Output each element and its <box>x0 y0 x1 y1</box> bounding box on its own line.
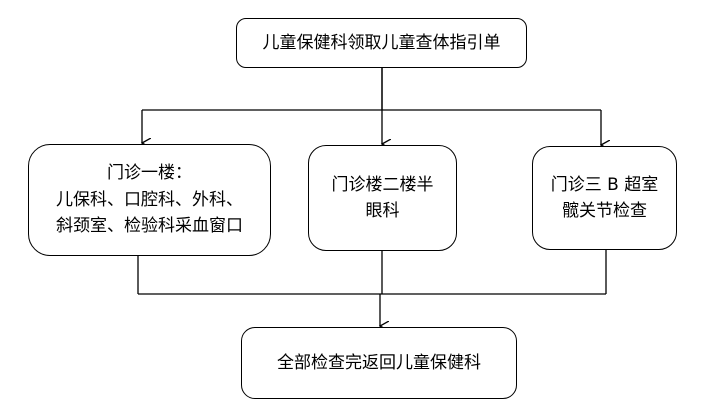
node-middle-line-2: 眼科 <box>365 201 400 221</box>
node-top-text: 儿童保健科领取儿童查体指引单 <box>262 32 501 53</box>
node-ultrasound: 门诊三 B 超室 髋关节检查 <box>532 146 677 250</box>
node-first-floor: 门诊一楼： 儿保科、口腔科、外科、 斜颈室、检验科采血窗口 <box>28 144 271 256</box>
node-right-line-2: 髋关节检查 <box>561 201 647 221</box>
node-middle-line-1: 门诊楼二楼半 <box>331 174 434 195</box>
node-return-child-health: 全部检查完返回儿童保健科 <box>241 327 517 399</box>
node-bottom-text: 全部检查完返回儿童保健科 <box>277 352 481 373</box>
node-left-line-2: 儿保科、口腔科、外科、 <box>56 189 243 210</box>
node-left-line-1: 门诊一楼： <box>107 163 192 184</box>
node-get-guide-sheet: 儿童保健科领取儿童查体指引单 <box>236 18 527 68</box>
node-ophthalmology: 门诊楼二楼半 眼科 <box>308 145 457 251</box>
node-right-line-1: 门诊三 B 超室 <box>550 174 659 195</box>
node-left-line-3: 斜颈室、检验科采血窗口 <box>56 216 243 237</box>
